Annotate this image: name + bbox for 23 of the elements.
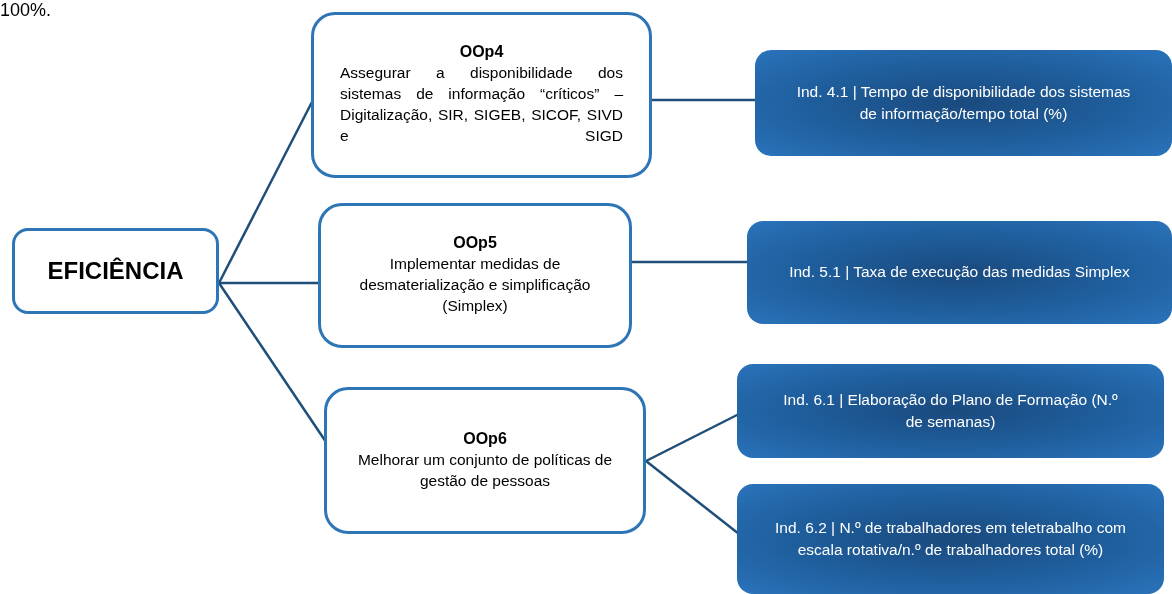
objective-box (311, 12, 652, 178)
indicator-box (737, 364, 1164, 458)
indicator-text: Ind. 5.1 | Taxa de execução das medidas Simplex (789, 262, 1130, 283)
note-text: 100%. (0, 0, 52, 20)
indicator-box (737, 484, 1164, 594)
root-box (12, 228, 219, 314)
root-title: EFICIÊNCIA (47, 257, 184, 285)
connector-line (632, 260, 747, 264)
objective-code: OOp4 (459, 43, 504, 62)
objective-text: Melhorar um conjunto de políticas de gestão de pessoas (356, 449, 614, 491)
objective-box (324, 387, 646, 534)
objective-text: Implementar medidas de desmaterialização e simplificação (Simplex) (358, 254, 592, 316)
objective-text: Assegurar a disponibilidade dos sistemas de informação “críticos” – Digitalização, SIR, SIGEB, SICOF, SIVD e SIGD (340, 63, 623, 146)
objective-box (318, 203, 632, 348)
objective-code: OOp5 (453, 234, 497, 253)
indicator-text: Ind. 6.2 | N.º de trabalhadores em teletrabalho com escala rotativa/n.º de trabalhadores total (%) (774, 517, 1127, 560)
connector-line (219, 281, 320, 285)
indicator-text: Ind. 4.1 | Tempo de disponibilidade dos sistemas de informação/tempo total (%) (795, 81, 1132, 124)
indicator-box (747, 221, 1172, 324)
indicator-text: Ind. 6.1 | Elaboração do Plano de Formação (N.º de semanas) (782, 389, 1119, 432)
objective-code: OOp6 (463, 429, 507, 448)
indicator-box (755, 50, 1172, 156)
connector-line (652, 98, 755, 102)
